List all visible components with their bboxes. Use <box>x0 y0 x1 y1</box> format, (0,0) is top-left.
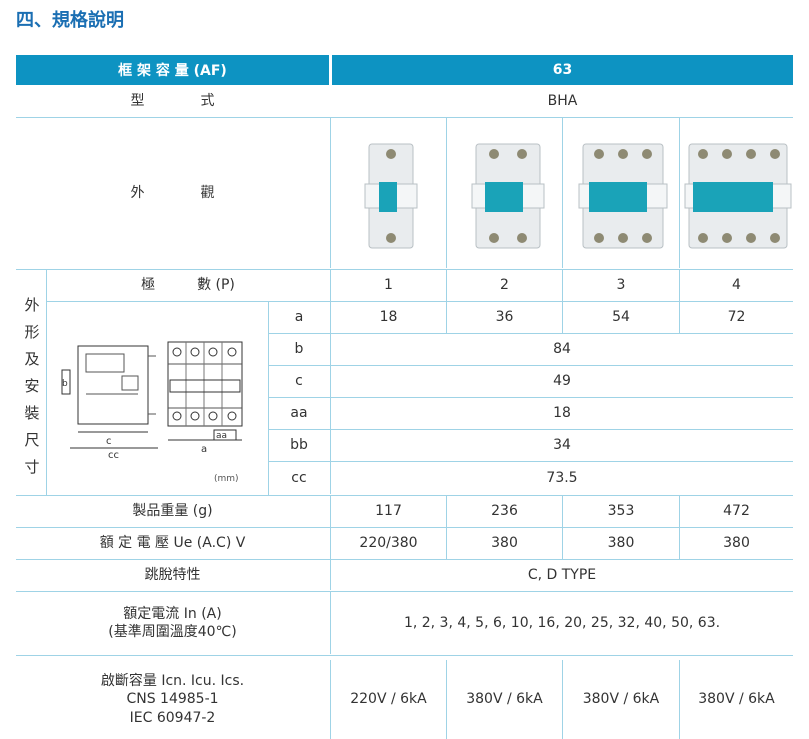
breaker-1p-image <box>364 143 418 249</box>
rule <box>562 660 563 739</box>
current-label-line2: (基準周圍溫度40℃) <box>108 624 237 640</box>
header-right-value: 63 <box>552 62 573 78</box>
rule <box>330 660 331 739</box>
rule <box>679 660 680 739</box>
rule <box>47 301 793 302</box>
dimension-group-label: 外 形 及 安 裝 尺 寸 <box>24 296 40 476</box>
voltage-label: 額 定 電 壓 Ue (A.C) V <box>99 534 246 551</box>
rule <box>446 270 447 333</box>
rule <box>679 270 680 333</box>
rule <box>679 496 680 559</box>
poles-value-4: 4 <box>732 276 741 293</box>
diagram-label-b: b <box>62 379 68 389</box>
trip-value: C, D TYPE <box>527 566 597 583</box>
rule <box>268 302 269 495</box>
rule <box>16 655 793 656</box>
breaking-value-1: 220V / 6kA <box>350 691 427 708</box>
current-label: 額定電流 In (A) (基準周圍溫度40℃) <box>16 592 329 654</box>
rule <box>16 527 793 528</box>
dim-label-a: a <box>294 309 304 326</box>
model-label: 型 式 <box>130 92 215 109</box>
breaker-4p-image <box>684 143 792 249</box>
dim-bb-value: 34 <box>553 437 571 454</box>
poles-value-2: 2 <box>500 276 509 293</box>
rule <box>269 461 793 462</box>
rule <box>330 270 331 333</box>
diagram-label-c: c <box>106 436 112 447</box>
weight-value-2: 236 <box>491 502 518 519</box>
header-frame-capacity: 框 架 容 量 (AF) <box>16 55 329 85</box>
dim-c-value: 49 <box>553 373 571 390</box>
dim-a-value-3: 54 <box>612 309 630 326</box>
rule <box>446 118 447 268</box>
dim-a-value-2: 36 <box>495 309 514 326</box>
header-left-label: 框 架 容 量 (AF) <box>118 63 227 79</box>
appearance-label: 外 觀 <box>130 184 215 201</box>
breaker-3p-image <box>578 143 668 249</box>
breaking-value-2: 380V / 6kA <box>466 691 543 708</box>
poles-value-1: 1 <box>384 276 393 293</box>
dimension-unit: (mm) <box>214 474 239 484</box>
dim-a-value-1: 18 <box>379 309 398 326</box>
current-value: 1, 2, 3, 4, 5, 6, 10, 16, 20, 25, 32, 40… <box>403 614 721 631</box>
rule <box>562 270 563 333</box>
model-value: BHA <box>547 92 578 109</box>
rule <box>330 592 331 654</box>
dim-aa-value: 18 <box>553 405 571 422</box>
rule <box>330 496 331 559</box>
breaker-images <box>364 143 792 249</box>
rule <box>330 118 331 268</box>
voltage-value-2: 380 <box>491 534 518 551</box>
dim-cc-value: 73.5 <box>546 469 578 486</box>
rule <box>330 334 331 494</box>
rule <box>269 429 793 430</box>
dim-label-aa: aa <box>290 405 308 422</box>
rule <box>16 591 793 592</box>
diagram-label-a: a <box>201 444 207 455</box>
rule <box>269 333 793 334</box>
poles-value-3: 3 <box>616 276 626 293</box>
weight-value-1: 117 <box>375 502 402 519</box>
dim-a-value-4: 72 <box>727 309 746 326</box>
dim-label-bb: bb <box>290 437 308 454</box>
voltage-value-4: 380 <box>723 534 750 551</box>
rule <box>446 496 447 559</box>
rule <box>562 118 563 268</box>
dim-b-value: 84 <box>553 341 571 358</box>
rule <box>16 495 793 496</box>
breaking-label-line2: CNS 14985-1 <box>126 691 219 708</box>
breaker-2p-image <box>471 143 545 249</box>
rule <box>269 365 793 366</box>
rule <box>46 270 47 495</box>
dimension-diagram: b c cc a aa <box>61 341 243 460</box>
weight-value-4: 472 <box>723 502 750 519</box>
section-title: 四、規格說明 <box>16 10 124 31</box>
dim-label-c: c <box>295 373 303 390</box>
rule <box>16 117 793 118</box>
rule <box>16 559 793 560</box>
breaking-label-line3: IEC 60947-2 <box>129 709 216 726</box>
voltage-value-1: 220/380 <box>359 534 418 551</box>
breaking-value-4: 380V / 6kA <box>698 691 775 708</box>
diagram-label-cc: cc <box>108 450 119 460</box>
rule <box>330 560 331 590</box>
voltage-value-3: 380 <box>607 534 635 551</box>
diagram-label-aa: aa <box>216 431 227 441</box>
breaking-label-line1: 啟斷容量 Icn. Icu. Ics. <box>100 673 245 690</box>
rule <box>679 118 680 268</box>
rule <box>269 397 793 398</box>
dim-label-cc: cc <box>291 469 307 486</box>
rule <box>446 660 447 739</box>
weight-value-3: 353 <box>607 502 635 519</box>
weight-label: 製品重量 (g) <box>132 502 213 519</box>
rule <box>562 496 563 559</box>
breaking-label: 啟斷容量 Icn. Icu. Ics. CNS 14985-1 IEC 6094… <box>16 660 329 739</box>
current-label-line1: 額定電流 In (A) <box>123 605 222 622</box>
poles-label: 極 數 (P) <box>141 276 235 293</box>
trip-label: 跳脫特性 <box>144 566 201 583</box>
dim-label-b: b <box>294 341 304 358</box>
header-frame-value: 63 <box>332 55 793 85</box>
breaking-value-3: 380V / 6kA <box>582 691 660 708</box>
rule <box>16 269 793 270</box>
